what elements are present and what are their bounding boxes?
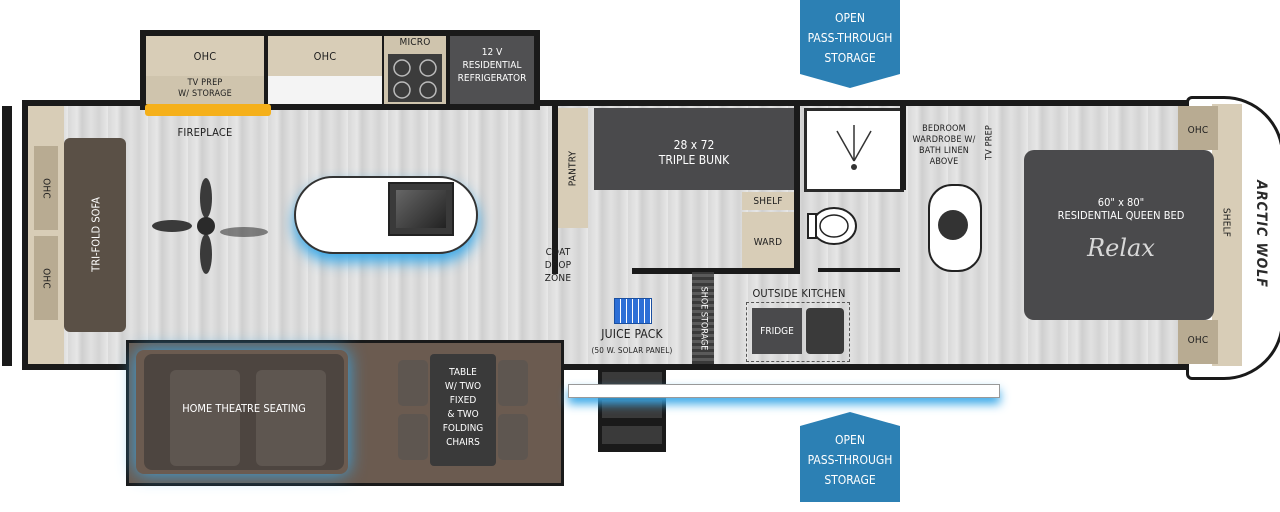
solar-panel-icon [614,298,652,324]
tv-prep-label: TV PREP [984,125,995,160]
relax-logo: Relax [1087,234,1155,262]
triple-bunk [594,108,794,190]
juice-pack-label: JUICE PACK [601,327,663,341]
ohc-cabinet-2 [268,36,382,76]
fireplace-glow [145,104,271,116]
bed-ohc-top [1178,106,1218,150]
entry-glow [568,384,1000,398]
pantry-wall [552,104,558,274]
tv-prep-storage-label: TV PREP W/ STORAGE [178,78,232,99]
shower-icon [804,108,904,192]
callout-arrow-bottom [800,412,900,426]
coat-drop-zone-label: COAT DROP ZONE [544,247,572,284]
chair-left-top [398,360,428,406]
outside-kitchen-area [746,302,850,362]
ohc-cabinet-1 [146,36,264,76]
stove-icon [388,54,442,102]
bed-shelf [1214,150,1238,320]
chair-left-bottom [398,414,428,460]
sofa-ohc-bottom [34,236,58,320]
bath-shelf [742,192,794,210]
sofa-ohc-top [34,146,58,230]
toilet-icon [806,202,858,250]
bed-ohc-top-label: OHC [1187,125,1209,136]
tri-fold-sofa [64,138,126,332]
bath-wall-bottom [818,268,900,272]
solar-panel-label: (50 W. SOLAR PANEL) [591,346,673,355]
bedroom-wardrobe-label: BEDROOM WARDROBE W/ BATH LINEN ABOVE [912,124,976,167]
sofa-ohc-top-label: OHC [40,178,52,199]
bed-ohc-bottom-label: OHC [1187,335,1209,346]
queen-bed-label: 60" x 80" RESIDENTIAL QUEEN BED [1057,196,1185,222]
steps-icon [598,366,666,452]
theatre-seat-left [170,370,240,466]
vanity-sink-icon [928,184,982,272]
bed-ohc-bottom [1178,320,1218,364]
ceiling-fan-icon [150,176,270,276]
pantry [558,108,588,228]
bed-shelf-label: SHELF [1220,207,1232,238]
bath-shelf-label: SHELF [753,196,783,207]
brand-logo: ARCTIC WOLF [1238,160,1280,310]
ward-label: WARD [753,237,783,248]
tri-fold-sofa-label: TRI-FOLD SOFA [89,197,103,272]
sofa-ohc-bottom-label: OHC [40,268,52,289]
outside-sink-icon [806,308,844,354]
micro-label: MICRO [399,37,431,48]
dinette-table [430,354,496,466]
brand-text: ARCTIC WOLF [1253,180,1269,288]
bunk-wall-right [794,104,800,274]
fireplace-label: FIREPLACE [177,126,233,139]
chair-right-top [498,360,528,406]
shoe-storage-label: SHOE STORAGE [698,286,709,351]
counter-white [268,76,382,104]
home-theatre-label: HOME THEATRE SEATING [182,402,306,415]
pass-through-bottom-callout: OPEN PASS-THROUGH STORAGE [800,426,900,502]
theatre-seat-right [256,370,326,466]
queen-bed [1024,150,1214,320]
refrigerator [450,36,534,104]
bath-wall [900,104,906,190]
sofa-back [28,106,64,364]
sink-icon [388,182,454,236]
chair-right-bottom [498,414,528,460]
wardrobe [742,212,794,268]
triple-bunk-label: 28 x 72 TRIPLE BUNK [658,138,730,167]
pantry-label: PANTRY [567,150,579,187]
fridge-label: FRIDGE [760,326,794,337]
outside-kitchen-label: OUTSIDE KITCHEN [752,287,846,300]
callout-arrow-top [800,74,900,88]
refrigerator-label: 12 V RESIDENTIAL REFRIGERATOR [457,47,527,84]
shoe-storage [692,272,714,364]
bunk-wall-bottom [632,268,800,274]
ohc-label-2: OHC [313,50,337,63]
ohc-label-1: OHC [193,50,217,63]
tv-prep-cabinet [146,76,264,104]
outside-fridge [752,308,802,354]
rear-bumper [2,106,12,366]
pass-through-top-callout: OPEN PASS-THROUGH STORAGE [800,0,900,74]
table-chairs-label: TABLE W/ TWO FIXED & TWO FOLDING CHAIRS [442,367,484,448]
